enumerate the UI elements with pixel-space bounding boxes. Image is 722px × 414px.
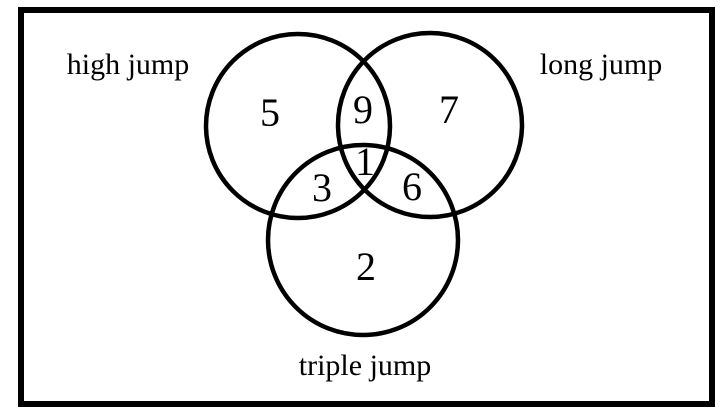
diagram-frame: [18, 7, 715, 407]
region-count-all-three: 1: [355, 139, 375, 184]
region-count-high-only: 5: [260, 90, 280, 135]
high-jump-circle: [203, 31, 393, 221]
region-count-triple-only: 2: [356, 244, 376, 289]
triple-jump-label: triple jump: [298, 349, 432, 382]
long-jump-label: long jump: [539, 48, 663, 81]
region-count-high-long: 9: [353, 87, 373, 132]
triple-jump-circle: [265, 142, 461, 338]
region-count-high-triple: 3: [312, 165, 332, 210]
long-jump-circle: [335, 30, 525, 220]
region-count-long-only: 7: [439, 87, 459, 132]
region-count-long-triple: 6: [402, 164, 422, 209]
high-jump-label: high jump: [66, 48, 190, 81]
